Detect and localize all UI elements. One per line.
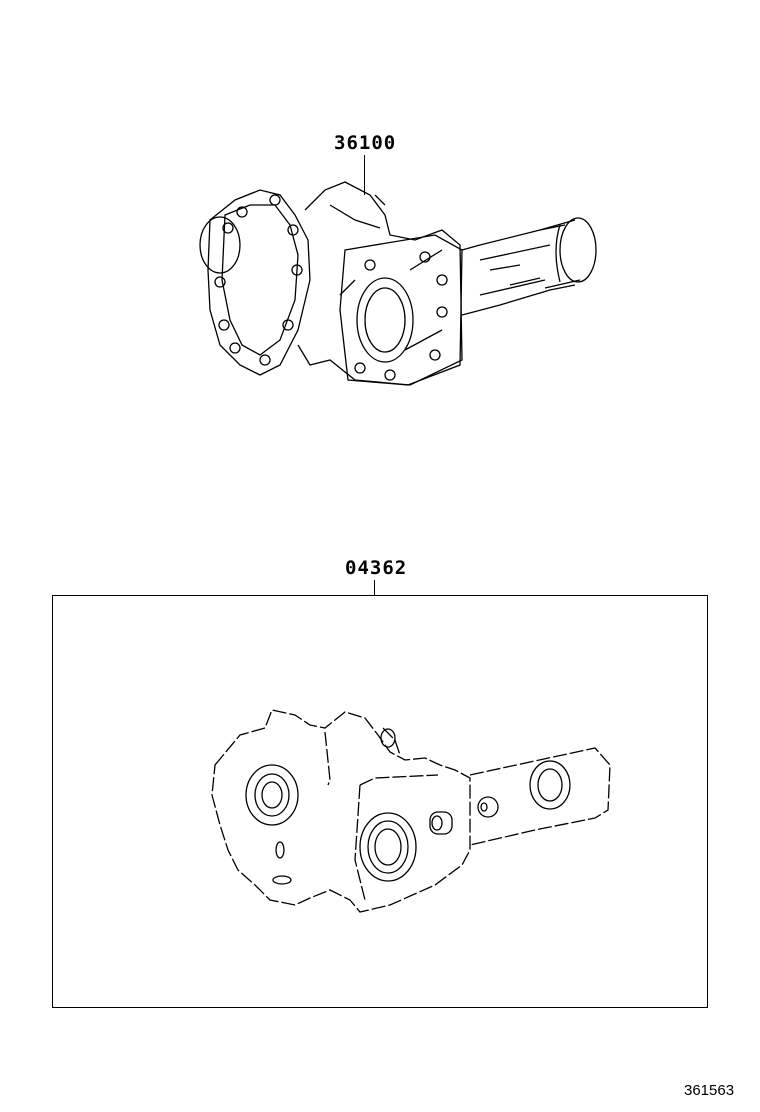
leader-line-04362 [374, 580, 375, 595]
illustration-code: 361563 [684, 1082, 735, 1099]
part-label-04362[interactable]: 04362 [345, 557, 408, 579]
part-label-36100[interactable]: 36100 [334, 132, 397, 154]
differential-case-kit-illustration [211, 709, 611, 913]
kit-group-box [52, 595, 708, 1008]
leader-line-36100 [364, 155, 365, 195]
differential-assembly-illustration [199, 181, 597, 386]
